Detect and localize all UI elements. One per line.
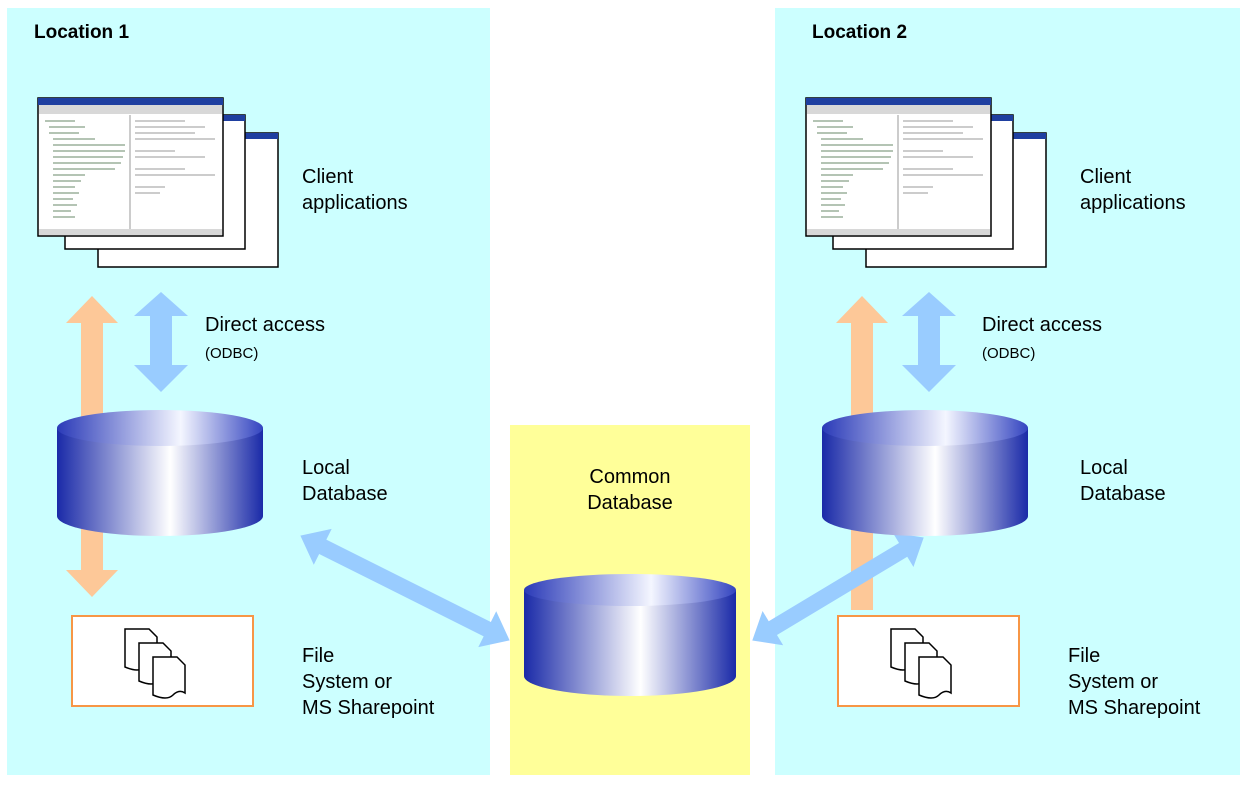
local-database-1-label: Local Database [302,455,388,507]
file-system-2-label: File System or MS Sharepoint [1068,643,1240,721]
location-1-title: Location 1 [34,22,130,43]
db-label-line2: Database [1080,483,1166,505]
fs-label-line2: System or [302,671,393,693]
common-label-line1: Common [589,466,671,488]
common-database-label: Common Database [510,464,750,516]
fs-label-line1: File [302,645,335,667]
client-applications-1-icon [37,97,279,268]
db-label-line1: Local [302,457,350,479]
file-system-1-label: File System or MS Sharepoint [302,643,434,721]
odbc-1-label: (ODBC) [205,345,259,362]
common-database-icon [524,574,736,696]
fs-label-line3: MS Sharepoint [302,697,435,719]
client-applications-1-label: Client applications [302,164,408,216]
client-applications-2-icon [805,97,1047,268]
direct-access-1-label: Direct access [205,314,326,336]
odbc-2-label: (ODBC) [982,345,1036,362]
client-applications-2-label: Client applications [1080,164,1186,216]
local-database-2-label: Local Database [1080,455,1166,507]
documents-icon [890,628,952,699]
location-2-title: Location 2 [812,22,908,43]
file-system-2-box [837,615,1020,707]
documents-icon [124,628,186,699]
odbc-arrow-right [902,292,956,392]
local-database-2-icon [822,410,1028,536]
sync-arrow-left [300,528,510,648]
db-label-line2: Database [302,483,388,505]
common-label-line2: Database [587,492,673,514]
odbc-arrow-left [134,292,188,392]
client-label-line2: applications [1080,192,1186,214]
fs-label-line3: MS Sharepoint [1068,697,1201,719]
fs-label-line1: File [1068,645,1101,667]
local-database-1-icon [57,410,263,536]
file-system-1-box [71,615,254,707]
sync-arrow-right [752,532,924,646]
client-label-line1: Client [302,166,354,188]
db-label-line1: Local [1080,457,1128,479]
client-label-line2: applications [302,192,408,214]
fs-label-line2: System or [1068,671,1159,693]
direct-access-2-label: Direct access [982,314,1103,336]
client-label-line1: Client [1080,166,1132,188]
